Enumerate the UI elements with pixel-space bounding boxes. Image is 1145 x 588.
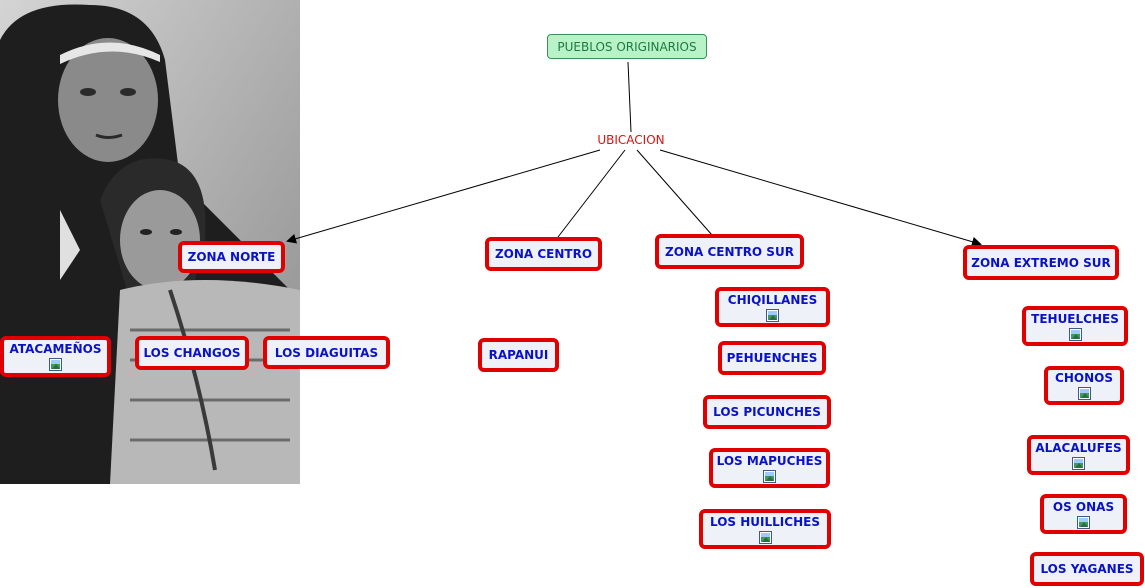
link-root-ubicacion (627, 61, 632, 133)
image-attachment-icon[interactable] (766, 308, 779, 322)
people-chonos[interactable]: CHONOS (1044, 366, 1124, 405)
people-pehuenches[interactable]: PEHUENCHES (718, 341, 826, 375)
people-atacamenos[interactable]: ATACAMEÑOS (0, 336, 111, 377)
link-ubicacion-zona-norte (286, 149, 601, 244)
image-attachment-icon[interactable] (1077, 515, 1090, 529)
people-alacalufes[interactable]: ALACALUFES (1027, 435, 1130, 475)
people-label: OS ONAS (1052, 499, 1115, 514)
link-ubicacion-zona-centro (557, 149, 626, 238)
people-label: ATACAMEÑOS (9, 342, 102, 356)
people-tehuelches[interactable]: TEHUELCHES (1022, 306, 1128, 346)
link-ubicacion-zona-centro-sur (636, 149, 713, 236)
zone-extremo-sur[interactable]: ZONA EXTREMO SUR (963, 245, 1119, 280)
people-label: TEHUELCHES (1031, 311, 1119, 326)
people-label: LOS YAGANES (1040, 562, 1134, 576)
root-concept[interactable]: PUEBLOS ORIGINARIOS (547, 34, 707, 59)
people-mapuches[interactable]: LOS MAPUCHES (709, 448, 830, 488)
zone-label: ZONA NORTE (187, 250, 276, 264)
people-label: LOS HUILLICHES (710, 514, 820, 529)
image-attachment-icon[interactable] (1077, 387, 1091, 400)
zone-centro-sur[interactable]: ZONA CENTRO SUR (655, 234, 804, 269)
people-yaganes[interactable]: LOS YAGANES (1030, 552, 1144, 586)
people-huilliches[interactable]: LOS HUILLICHES (699, 509, 831, 549)
people-picunches[interactable]: LOS PICUNCHES (703, 395, 831, 429)
people-changos[interactable]: LOS CHANGOS (135, 336, 249, 370)
image-attachment-icon[interactable] (49, 358, 62, 371)
people-label: LOS MAPUCHES (716, 453, 823, 468)
zone-label: ZONA CENTRO SUR (665, 244, 794, 259)
people-label: LOS DIAGUITAS (274, 345, 379, 360)
people-chiquillanes[interactable]: CHIQILLANES (715, 287, 830, 327)
people-label: ALACALUFES (1035, 440, 1122, 455)
people-label: RAPANUI (488, 348, 549, 362)
image-attachment-icon[interactable] (763, 469, 776, 483)
zone-centro[interactable]: ZONA CENTRO (485, 237, 602, 271)
people-label: PEHUENCHES (726, 351, 818, 365)
people-rapanui[interactable]: RAPANUI (478, 338, 559, 372)
people-onas[interactable]: OS ONAS (1040, 494, 1127, 534)
people-label: CHONOS (1055, 371, 1113, 385)
image-attachment-icon[interactable] (758, 530, 772, 544)
image-attachment-icon[interactable] (1068, 327, 1082, 341)
people-label: LOS PICUNCHES (713, 405, 821, 419)
link-phrase: UBICACION (597, 133, 665, 147)
image-attachment-icon[interactable] (1072, 456, 1085, 470)
people-label: CHIQILLANES (727, 292, 818, 307)
people-diaguitas[interactable]: LOS DIAGUITAS (263, 336, 390, 369)
link-ubicacion-zona-extremo-sur (659, 149, 982, 247)
people-label: LOS CHANGOS (143, 346, 241, 360)
zone-label: ZONA EXTREMO SUR (971, 255, 1111, 270)
zone-norte[interactable]: ZONA NORTE (178, 241, 285, 273)
zone-label: ZONA CENTRO (494, 247, 593, 261)
